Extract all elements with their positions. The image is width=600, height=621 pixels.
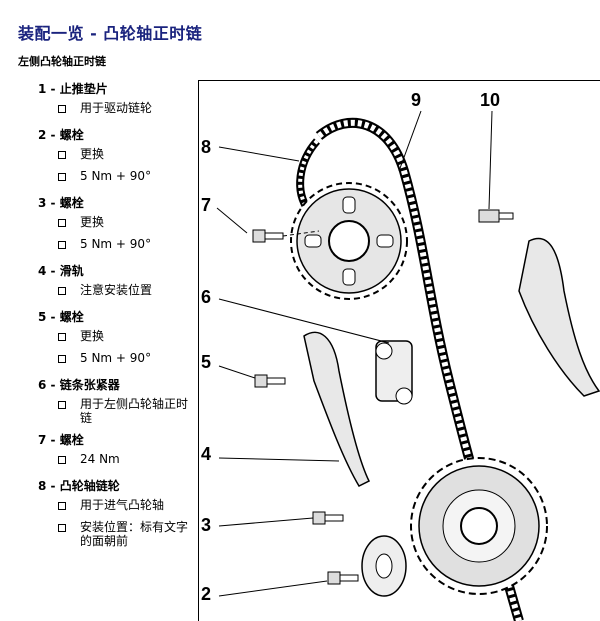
part-number: 8 - xyxy=(38,479,56,493)
parts-list: 1 - 止推垫片 用于驱动链轮 2 - 螺栓 更换 5 Nm + 90° 3 -… xyxy=(38,80,198,554)
callout-8: 8 xyxy=(201,137,212,157)
checkbox-bullet-icon xyxy=(58,151,66,159)
part-item-5: 5 - 螺栓 更换 5 Nm + 90° xyxy=(38,308,198,370)
part-note: 用于进气凸轮轴 xyxy=(58,495,198,517)
part-number: 1 - xyxy=(38,82,56,96)
part-note: 用于左侧凸轮轴正时链 xyxy=(58,394,198,425)
checkbox-bullet-icon xyxy=(58,456,66,464)
page-title: 装配一览 - 凸轮轴正时链 xyxy=(18,24,203,43)
bolt-7 xyxy=(252,229,284,243)
checkbox-bullet-icon xyxy=(58,401,66,409)
part-note: 更换 xyxy=(58,144,198,166)
drive-sprocket-lower xyxy=(410,457,548,595)
callout-9: 9 xyxy=(411,90,422,110)
part-note: 5 Nm + 90° xyxy=(58,234,198,256)
section-subtitle: 左侧凸轮轴正时链 xyxy=(18,55,106,68)
part-name: 凸轮轴链轮 xyxy=(59,479,120,493)
part-note: 安装位置：标有文字的面朝前 xyxy=(58,517,198,548)
part-note: 注意安装位置 xyxy=(58,280,198,302)
part-note: 5 Nm + 90° xyxy=(58,348,198,370)
part-note: 更换 xyxy=(58,212,198,234)
bolt-3 xyxy=(312,511,344,525)
bolt-5 xyxy=(254,374,286,388)
guide-rail-right xyxy=(518,237,600,397)
part-name: 止推垫片 xyxy=(59,82,108,96)
callout-4: 4 xyxy=(201,444,212,464)
callout-2: 2 xyxy=(201,584,212,604)
part-name: 链条张紧器 xyxy=(59,378,120,392)
part-name: 螺栓 xyxy=(59,310,84,324)
camshaft-sprocket-upper xyxy=(290,182,408,300)
checkbox-bullet-icon xyxy=(58,173,66,181)
part-name: 螺栓 xyxy=(59,433,84,447)
callout-3: 3 xyxy=(201,515,212,535)
checkbox-bullet-icon xyxy=(58,524,66,532)
part-number: 3 - xyxy=(38,196,56,210)
callout-6: 6 xyxy=(201,287,212,307)
checkbox-bullet-icon xyxy=(58,219,66,227)
exploded-view-figure: 8 7 6 5 4 3 2 9 10 xyxy=(198,80,600,621)
part-item-8: 8 - 凸轮轴链轮 用于进气凸轮轴 安装位置：标有文字的面朝前 xyxy=(38,477,198,548)
part-item-7: 7 - 螺栓 24 Nm xyxy=(38,431,198,471)
part-note: 更换 xyxy=(58,326,198,348)
part-name: 螺栓 xyxy=(59,196,84,210)
part-note: 5 Nm + 90° xyxy=(58,166,198,188)
part-item-4: 4 - 滑轨 注意安装位置 xyxy=(38,262,198,302)
checkbox-bullet-icon xyxy=(58,241,66,249)
checkbox-bullet-icon xyxy=(58,333,66,341)
part-item-2: 2 - 螺栓 更换 5 Nm + 90° xyxy=(38,126,198,188)
checkbox-bullet-icon xyxy=(58,287,66,295)
part-note: 用于驱动链轮 xyxy=(58,98,198,120)
part-number: 2 - xyxy=(38,128,56,142)
slide-rail xyxy=(303,331,371,487)
callout-5: 5 xyxy=(201,352,212,372)
part-item-1: 1 - 止推垫片 用于驱动链轮 xyxy=(38,80,198,120)
part-item-6: 6 - 链条张紧器 用于左侧凸轮轴正时链 xyxy=(38,376,198,425)
part-number: 6 - xyxy=(38,378,56,392)
part-number: 4 - xyxy=(38,264,56,278)
checkbox-bullet-icon xyxy=(58,355,66,363)
part-number: 5 - xyxy=(38,310,56,324)
part-item-3: 3 - 螺栓 更换 5 Nm + 90° xyxy=(38,194,198,256)
checkbox-bullet-icon xyxy=(58,105,66,113)
bolt-2 xyxy=(327,571,359,585)
part-number: 7 - xyxy=(38,433,56,447)
part-name: 滑轨 xyxy=(59,264,84,278)
bolt-10 xyxy=(478,209,514,223)
exploded-view-drawing xyxy=(216,110,600,621)
part-name: 螺栓 xyxy=(59,128,84,142)
chain-tensioner xyxy=(375,340,413,405)
part-note: 24 Nm xyxy=(58,449,198,471)
checkbox-bullet-icon xyxy=(58,502,66,510)
callout-7: 7 xyxy=(201,195,212,215)
callout-10: 10 xyxy=(480,90,501,110)
thrust-washer xyxy=(361,535,407,597)
